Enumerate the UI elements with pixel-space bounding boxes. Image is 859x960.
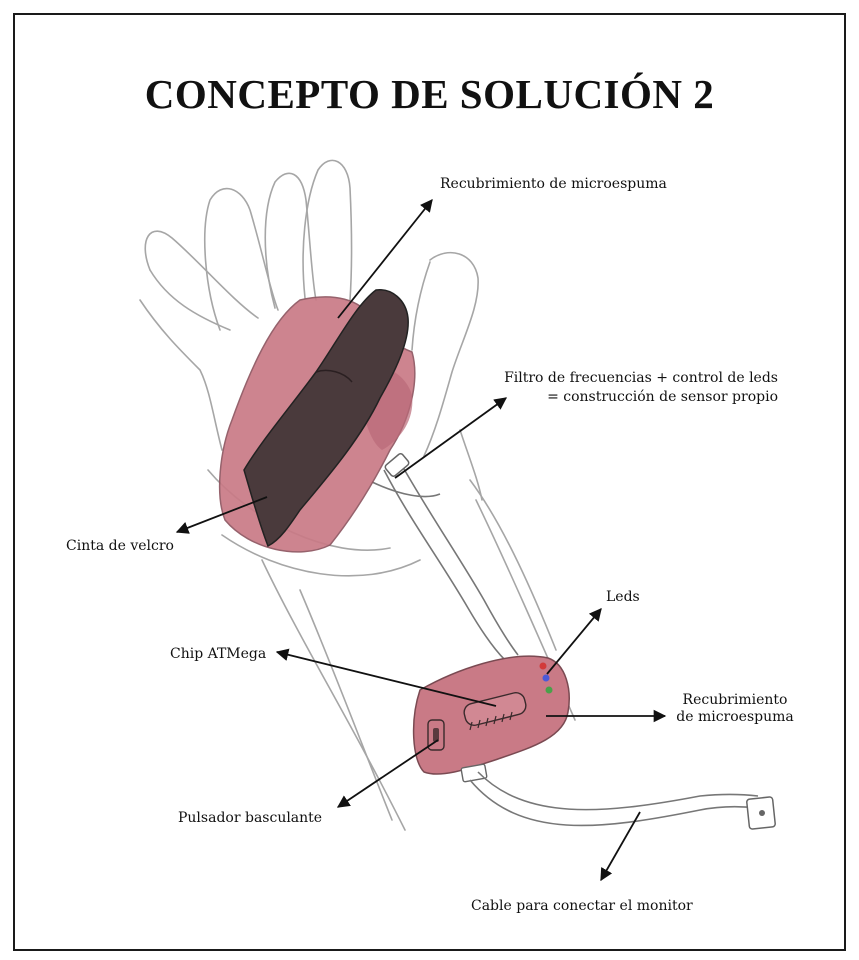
arrow-chip <box>275 648 497 707</box>
page-title: CONCEPTO DE SOLUCIÓN 2 <box>144 71 715 117</box>
label-box-cover-line1: Recubrimiento <box>682 692 788 708</box>
label-velcro: Cinta de velcro <box>66 538 174 554</box>
device-box <box>412 655 570 783</box>
sensor-connector <box>384 453 410 477</box>
leader-arrows <box>175 199 667 882</box>
label-filter-line1: Filtro de frecuencias + control de leds <box>504 370 778 386</box>
sensor-cable <box>371 461 519 661</box>
label-cable: Cable para conectar el monitor <box>471 898 693 914</box>
label-leds: Leds <box>606 589 640 605</box>
label-top-cover: Recubrimiento de microespuma <box>440 176 667 192</box>
arrow-filter <box>394 397 508 479</box>
arrow-top-cover <box>337 199 433 319</box>
page-border <box>13 13 846 951</box>
label-box-cover-line2: de microespuma <box>676 709 794 725</box>
velcro-strap <box>243 289 409 548</box>
label-filter-line2: = construcción de sensor propio <box>547 389 778 405</box>
label-rocker: Pulsador basculante <box>178 810 323 826</box>
arrow-leds <box>546 608 602 675</box>
arrow-rocker <box>336 739 439 808</box>
monitor-cable <box>469 771 759 827</box>
arrow-cable <box>600 811 641 882</box>
arrow-velcro <box>175 496 268 534</box>
led-indicators <box>539 662 553 694</box>
label-chip: Chip ATMega <box>170 646 267 662</box>
monitor-plug <box>746 796 776 830</box>
